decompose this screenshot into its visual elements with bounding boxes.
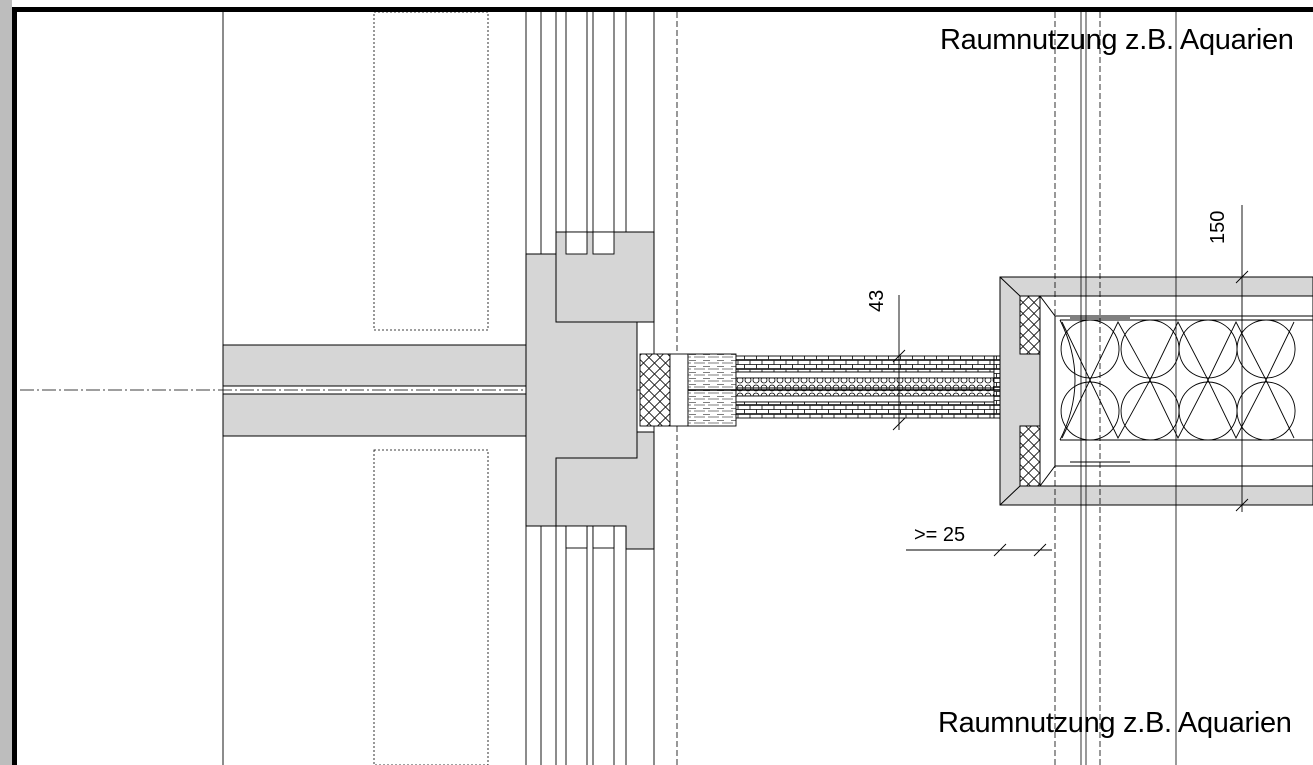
glazing-bottom-right (592, 525, 615, 549)
panel-assembly (639, 353, 1040, 427)
room-usage-label-top: Raumnutzung z.B. Aquarien (940, 24, 1294, 56)
right-wall-assembly (999, 276, 1313, 506)
glazing-bottom-left (565, 525, 588, 549)
flat-plates (222, 344, 527, 437)
dimension-150 (1235, 205, 1249, 512)
dimension-label-43: 43 (866, 289, 888, 312)
glazing-top-right (592, 231, 615, 255)
dimension-label-150: 150 (1207, 210, 1229, 244)
glazing-top-left (565, 231, 588, 255)
dimension-43 (892, 295, 906, 431)
post-inner-recess-top (555, 254, 637, 323)
room-usage-label-bottom: Raumnutzung z.B. Aquarien (938, 707, 1292, 739)
soft-insulation (1059, 319, 1313, 441)
dimension-min-gap (906, 543, 1052, 557)
hidden-outline-boxes (373, 11, 489, 765)
post-inner-recess-bottom (555, 432, 638, 526)
dimension-label-min-gap: >= 25 (914, 524, 966, 546)
right-guide-lines (1080, 12, 1177, 765)
post-profile (525, 231, 655, 550)
